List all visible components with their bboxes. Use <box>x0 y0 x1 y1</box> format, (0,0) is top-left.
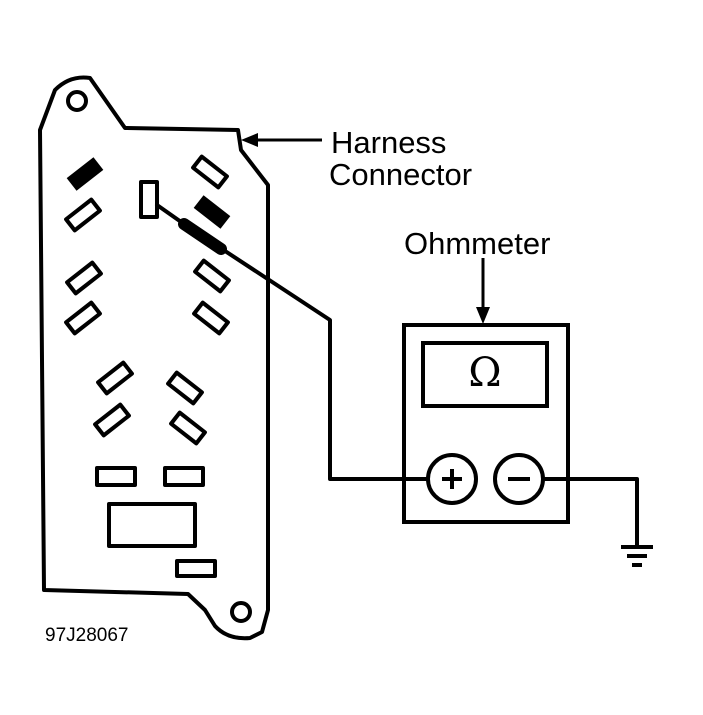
terminal <box>169 410 207 446</box>
terminal <box>166 370 204 406</box>
terminal <box>96 360 134 396</box>
mounting-hole-bottom <box>230 601 252 623</box>
negative-jack <box>493 453 545 505</box>
terminal <box>107 502 197 548</box>
ground-symbol-icon <box>621 545 653 567</box>
terminal-filled <box>66 157 104 191</box>
figure-id: 97J28067 <box>45 625 129 646</box>
terminal <box>191 154 229 190</box>
ohm-symbol: Ω <box>468 350 502 396</box>
terminal <box>93 402 131 438</box>
harness-label-line1: Harness <box>331 125 447 160</box>
ohmmeter-label: Ohmmeter <box>404 226 551 261</box>
harness-label-line2: Connector <box>329 157 473 192</box>
harness-arrowhead-icon <box>241 133 258 147</box>
terminal <box>95 466 137 487</box>
terminal <box>175 559 217 578</box>
harness-connector-body <box>38 75 270 641</box>
terminal <box>163 466 205 487</box>
positive-jack <box>426 453 478 505</box>
terminal <box>64 300 102 336</box>
terminal <box>192 300 230 336</box>
ohmmeter-icon <box>402 323 570 524</box>
ohmmeter-display <box>421 341 549 408</box>
test-lead-positive <box>155 203 430 481</box>
positive-sign-icon <box>442 469 462 489</box>
ohmmeter-arrowhead-icon <box>476 307 490 324</box>
terminal-filled <box>193 195 231 229</box>
terminal <box>139 180 159 219</box>
terminal <box>64 197 102 233</box>
test-lead-negative <box>543 477 639 547</box>
mounting-hole-top <box>66 90 88 112</box>
probe-icon <box>178 218 227 255</box>
terminal <box>65 260 103 296</box>
terminal <box>193 258 231 294</box>
